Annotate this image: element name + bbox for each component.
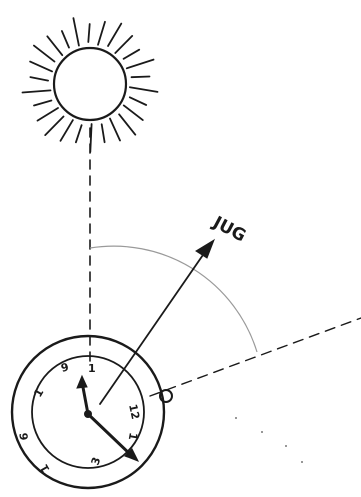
sun-ray (73, 18, 79, 45)
sun-ray (119, 114, 135, 134)
sun-ray (124, 50, 140, 59)
sun-ray (98, 22, 105, 45)
sun-disc (54, 48, 126, 120)
sun-ray (76, 125, 82, 142)
dial-number-12: 12 (126, 403, 142, 421)
dial-tick-label: 1 (38, 462, 53, 475)
dial-number-6: 6 (17, 432, 31, 441)
dial-number-3: 3 (89, 455, 104, 467)
sun-ray (108, 24, 121, 46)
sun-ray (23, 90, 51, 92)
sun-ray (102, 124, 105, 142)
dial-number-9: 9 (60, 360, 71, 374)
south-arrow-head (196, 240, 214, 258)
sun-ray (61, 120, 73, 141)
sun-ray (62, 31, 69, 48)
sun-ray (130, 87, 158, 92)
sun-ray (45, 117, 63, 136)
sun-ray (115, 36, 132, 53)
sun-ray (130, 97, 146, 105)
sun-ray (30, 62, 52, 72)
dial-tick-label: 1 (126, 431, 140, 441)
speck (285, 445, 287, 447)
sun-ray (38, 108, 59, 121)
sun-ray (110, 119, 120, 141)
speck (301, 461, 303, 463)
sun-ray (124, 105, 143, 120)
sun-ray (132, 77, 150, 78)
twelve-direction-line (150, 318, 361, 396)
watch-center-pin (84, 410, 92, 418)
sun-ray (127, 60, 154, 69)
watch: 9 12 3 6 1 1 1 1 (12, 336, 172, 488)
speck (235, 417, 237, 419)
sun-ray (47, 36, 62, 55)
sun-ray (34, 46, 55, 62)
sun-ray (30, 77, 48, 81)
hour-hand-tip (77, 376, 87, 388)
dial-tick-label: 1 (88, 362, 96, 375)
sun-ray (34, 101, 51, 106)
direction-label: JUG (209, 212, 249, 246)
speck (261, 431, 263, 433)
sun-ray (88, 24, 89, 42)
minute-hand (88, 414, 132, 456)
